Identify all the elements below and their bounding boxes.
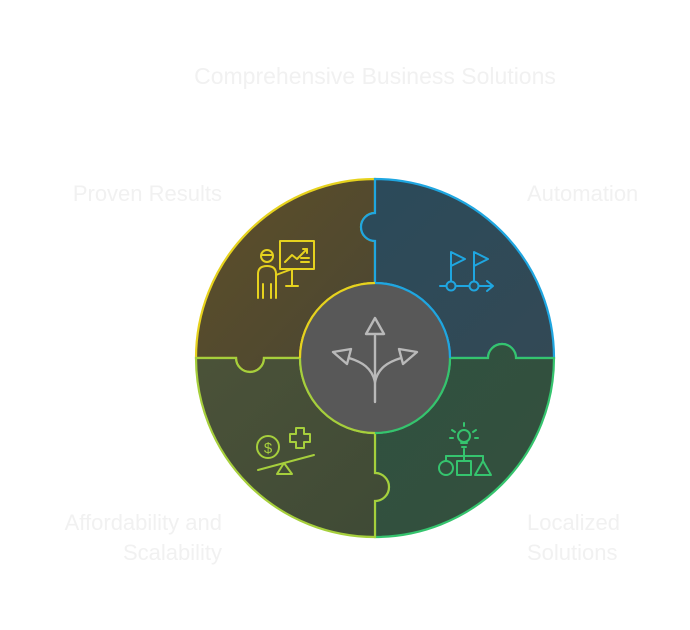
label-automation: Automation	[527, 181, 639, 206]
diagram-title: Comprehensive Business Solutions	[194, 63, 556, 89]
label-localized-line1: Localized	[527, 510, 620, 535]
svg-text:$: $	[264, 440, 273, 457]
segment-affordability-scalability	[194, 356, 391, 539]
label-affordability-scalability: Affordability and Scalability	[65, 508, 222, 568]
idea-flowchart-icon	[438, 422, 492, 476]
label-proven-results: Proven Results	[72, 181, 222, 206]
label-affordability-line2: Scalability	[122, 540, 222, 565]
flags-process-icon	[439, 251, 494, 292]
three-way-arrows-icon	[331, 316, 419, 404]
label-localized-solutions: Localized Solutions	[527, 508, 620, 568]
label-affordability-line1: Affordability and	[64, 510, 222, 535]
presenter-chart-icon	[257, 240, 315, 299]
cost-balance-icon: $	[256, 427, 315, 475]
label-localized-line2: Solutions	[527, 540, 618, 565]
